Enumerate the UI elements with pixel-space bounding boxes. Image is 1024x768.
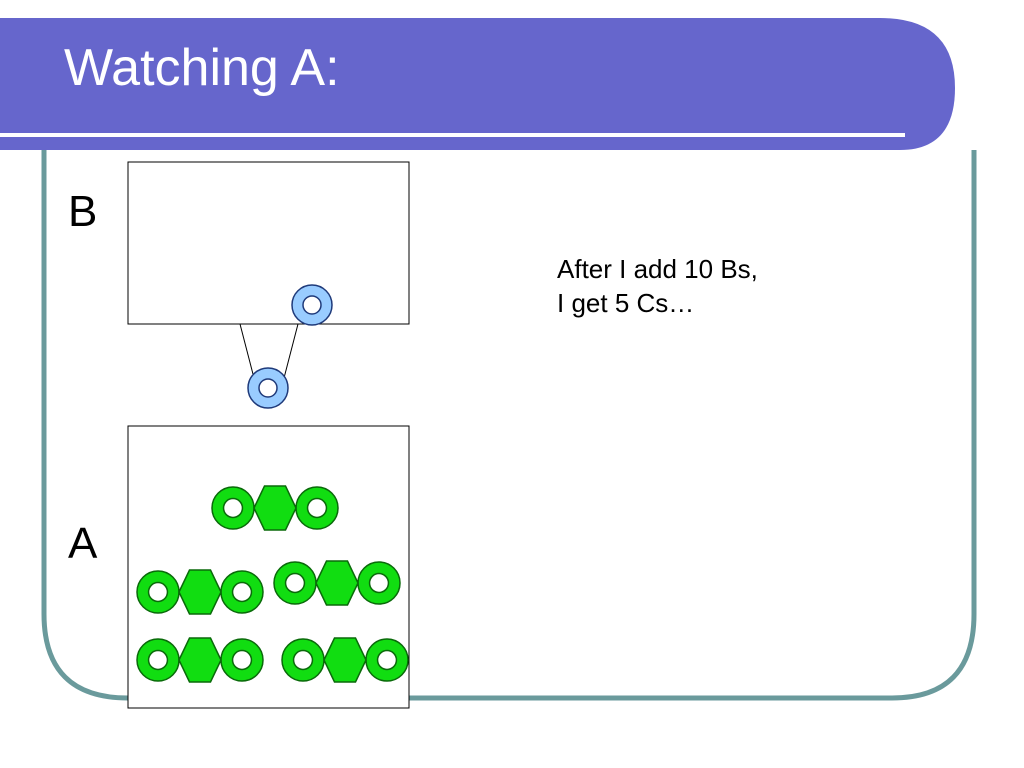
slide-title: Watching A: bbox=[64, 39, 340, 97]
c-molecule-ring-hole bbox=[231, 649, 253, 671]
c-molecule-ring-hole bbox=[306, 497, 328, 519]
channel-line-right bbox=[283, 323, 299, 379]
c-molecule-hexagon bbox=[178, 637, 222, 683]
c-molecule bbox=[273, 560, 401, 606]
content-frame bbox=[41, 150, 977, 701]
caption-line-1: After I add 10 Bs, bbox=[557, 254, 758, 284]
caption: After I add 10 Bs, I get 5 Cs… bbox=[557, 252, 758, 320]
title-bar bbox=[0, 18, 955, 150]
c-molecule-ring-hole bbox=[376, 649, 398, 671]
c-molecule-ring-hole bbox=[284, 572, 306, 594]
c-molecule-hexagon bbox=[253, 485, 297, 531]
c-molecule bbox=[281, 637, 409, 683]
c-molecule-hexagon bbox=[315, 560, 359, 606]
box-a-label: A bbox=[68, 519, 98, 568]
c-molecule-hexagon bbox=[178, 569, 222, 615]
b-particle-hole bbox=[302, 295, 322, 315]
caption-line-2: I get 5 Cs… bbox=[557, 288, 695, 318]
c-molecule bbox=[136, 569, 264, 615]
b-particles bbox=[247, 284, 333, 409]
c-molecule-ring-hole bbox=[292, 649, 314, 671]
c-molecule-ring-hole bbox=[231, 581, 253, 603]
c-molecule-ring-hole bbox=[147, 581, 169, 603]
c-molecule bbox=[136, 637, 264, 683]
c-molecules bbox=[136, 485, 409, 683]
channel-line-left bbox=[239, 323, 255, 379]
c-molecule-hexagon bbox=[323, 637, 367, 683]
c-molecule bbox=[211, 485, 339, 531]
box-b bbox=[127, 161, 410, 325]
c-molecule-ring-hole bbox=[368, 572, 390, 594]
c-molecule-ring-hole bbox=[147, 649, 169, 671]
c-molecule-ring-hole bbox=[222, 497, 244, 519]
box-b-label: B bbox=[68, 187, 98, 236]
b-particle-hole bbox=[258, 378, 278, 398]
